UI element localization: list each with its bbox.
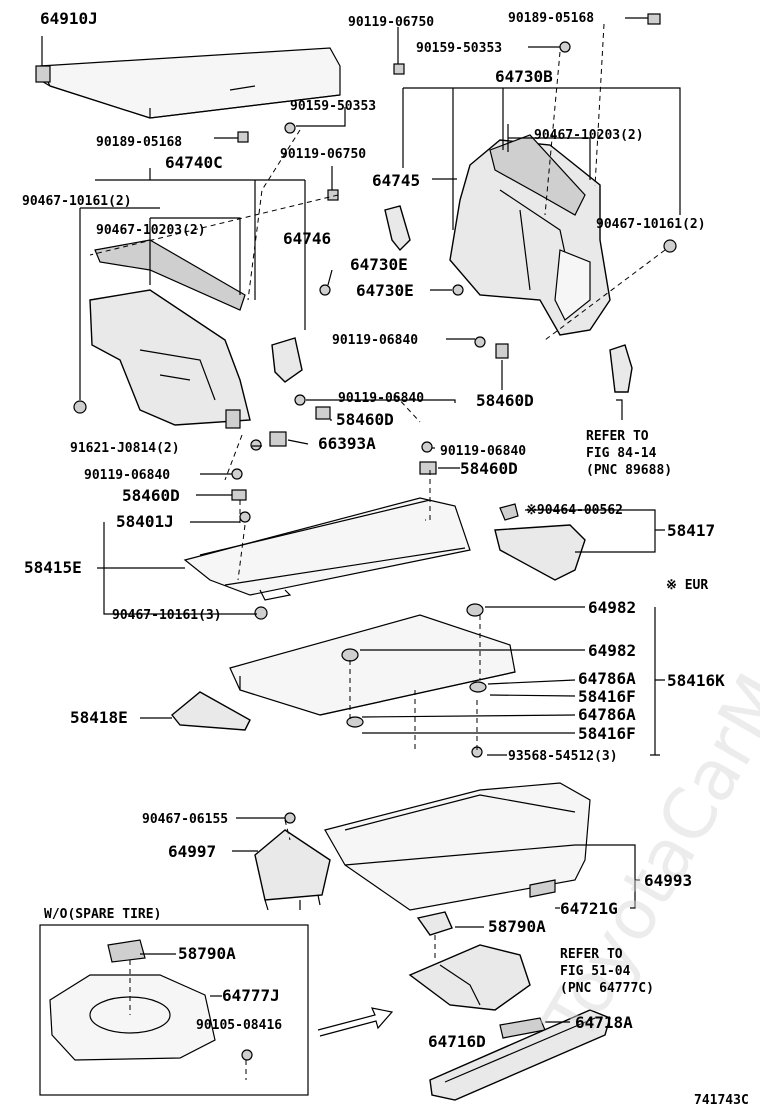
deck-board-part [183, 497, 471, 601]
label-90119-06750-mid: 90119-06750 [280, 147, 366, 162]
triangle-trim-58418E-part [171, 691, 251, 731]
label-64997: 64997 [168, 842, 216, 861]
label-90467-10203-right: 90467-10203(2) [534, 128, 644, 143]
small-trim-panel-part [384, 205, 411, 252]
storage-box-part [254, 829, 331, 911]
label-91621-J0814: 91621-J0814(2) [70, 441, 180, 456]
spare-tire-box-frame [39, 924, 309, 1096]
label-58401J: 58401J [116, 512, 174, 531]
label-64721G: 64721G [560, 899, 618, 918]
label-90159-50353-mid: 90159-50353 [290, 99, 376, 114]
label-64716D: 64716D [428, 1032, 486, 1051]
label-58416F-upper: 58416F [578, 687, 636, 706]
label-refer-fig84-line2: FIG 84-14 [586, 446, 657, 461]
label-without-spare-tire: W/O(SPARE TIRE) [44, 907, 161, 922]
label-refer-fig51-line2: FIG 51-04 [560, 964, 631, 979]
spare-bracket-part [408, 944, 531, 1011]
label-90464-00562: ※90464-00562 [526, 503, 623, 518]
label-90119-06840-mid: 90119-06840 [338, 391, 424, 406]
label-58460D-left: 58460D [122, 486, 180, 505]
label-64777J: 64777J [222, 986, 280, 1005]
label-64745: 64745 [372, 171, 420, 190]
tonneau-cover-part [35, 47, 341, 119]
label-58460D-center: 58460D [460, 459, 518, 478]
label-58415E: 58415E [24, 558, 82, 577]
label-66393A: 66393A [318, 434, 376, 453]
label-90119-06840-right: 90119-06840 [332, 333, 418, 348]
left-side-trim-part [89, 239, 251, 429]
scuff-plate-part [429, 1009, 611, 1101]
label-90159-50353-top: 90159-50353 [416, 41, 502, 56]
label-90189-05168-mid: 90189-05168 [96, 135, 182, 150]
label-58417: 58417 [667, 521, 715, 540]
label-58418E: 58418E [70, 708, 128, 727]
label-64746: 64746 [283, 229, 331, 248]
label-58460D-mid: 58460D [336, 410, 394, 429]
label-refer-fig84-line1: REFER TO [586, 429, 649, 444]
label-64982-lower: 64982 [588, 641, 636, 660]
label-90467-10161-bottom: 90467-10161(3) [112, 608, 222, 623]
hook-58790A-part [416, 911, 453, 936]
label-64718A: 64718A [575, 1013, 633, 1032]
label-90119-06840-center: 90119-06840 [440, 444, 526, 459]
label-64730E-lower: 64730E [356, 281, 414, 300]
small-panel-64746-part [271, 337, 303, 383]
part-labels: 64910J 90119-06750 90189-05168 90159-503… [22, 9, 749, 1108]
right-side-trim-part [449, 134, 611, 336]
label-58416F-lower: 58416F [578, 724, 636, 743]
label-90119-06840-left: 90119-06840 [84, 468, 170, 483]
label-refer-fig51-line3: (PNC 64777C) [560, 981, 654, 996]
label-90467-06155: 90467-06155 [142, 812, 228, 827]
label-64786A-lower: 64786A [578, 705, 636, 724]
label-64910J: 64910J [40, 9, 98, 28]
luggage-tray-part [324, 782, 591, 911]
label-64730E-upper: 64730E [350, 255, 408, 274]
label-64982-upper: 64982 [588, 598, 636, 617]
label-90189-05168-top: 90189-05168 [508, 11, 594, 26]
label-90467-10161-right: 90467-10161(2) [596, 217, 706, 232]
label-64786A-upper: 64786A [578, 669, 636, 688]
deck-board-58416K-part [229, 603, 516, 728]
label-eur-note: ※ EUR [666, 578, 708, 593]
dashed-lines [89, 23, 666, 1080]
bracket-58417-part [494, 503, 586, 581]
label-64740C: 64740C [165, 153, 223, 172]
label-diagram-code: 741743C [694, 1093, 749, 1108]
leader-lines [41, 17, 681, 1023]
label-58460D-right: 58460D [476, 391, 534, 410]
label-90467-10203-left: 90467-10203(2) [96, 223, 206, 238]
arrow-graphic [317, 1007, 394, 1037]
label-90119-06750-top: 90119-06750 [348, 15, 434, 30]
label-90105-08416: 90105-08416 [196, 1018, 282, 1033]
label-90467-10161-left: 90467-10161(2) [22, 194, 132, 209]
label-58416K: 58416K [667, 671, 725, 690]
label-58790A-left: 58790A [178, 944, 236, 963]
label-93568-54512: 93568-54512(3) [508, 749, 618, 764]
label-refer-fig84-line3: (PNC 89688) [586, 463, 672, 478]
label-64730B: 64730B [495, 67, 553, 86]
label-64993: 64993 [644, 871, 692, 890]
label-58790A-right: 58790A [488, 917, 546, 936]
label-refer-fig51-line1: REFER TO [560, 947, 623, 962]
